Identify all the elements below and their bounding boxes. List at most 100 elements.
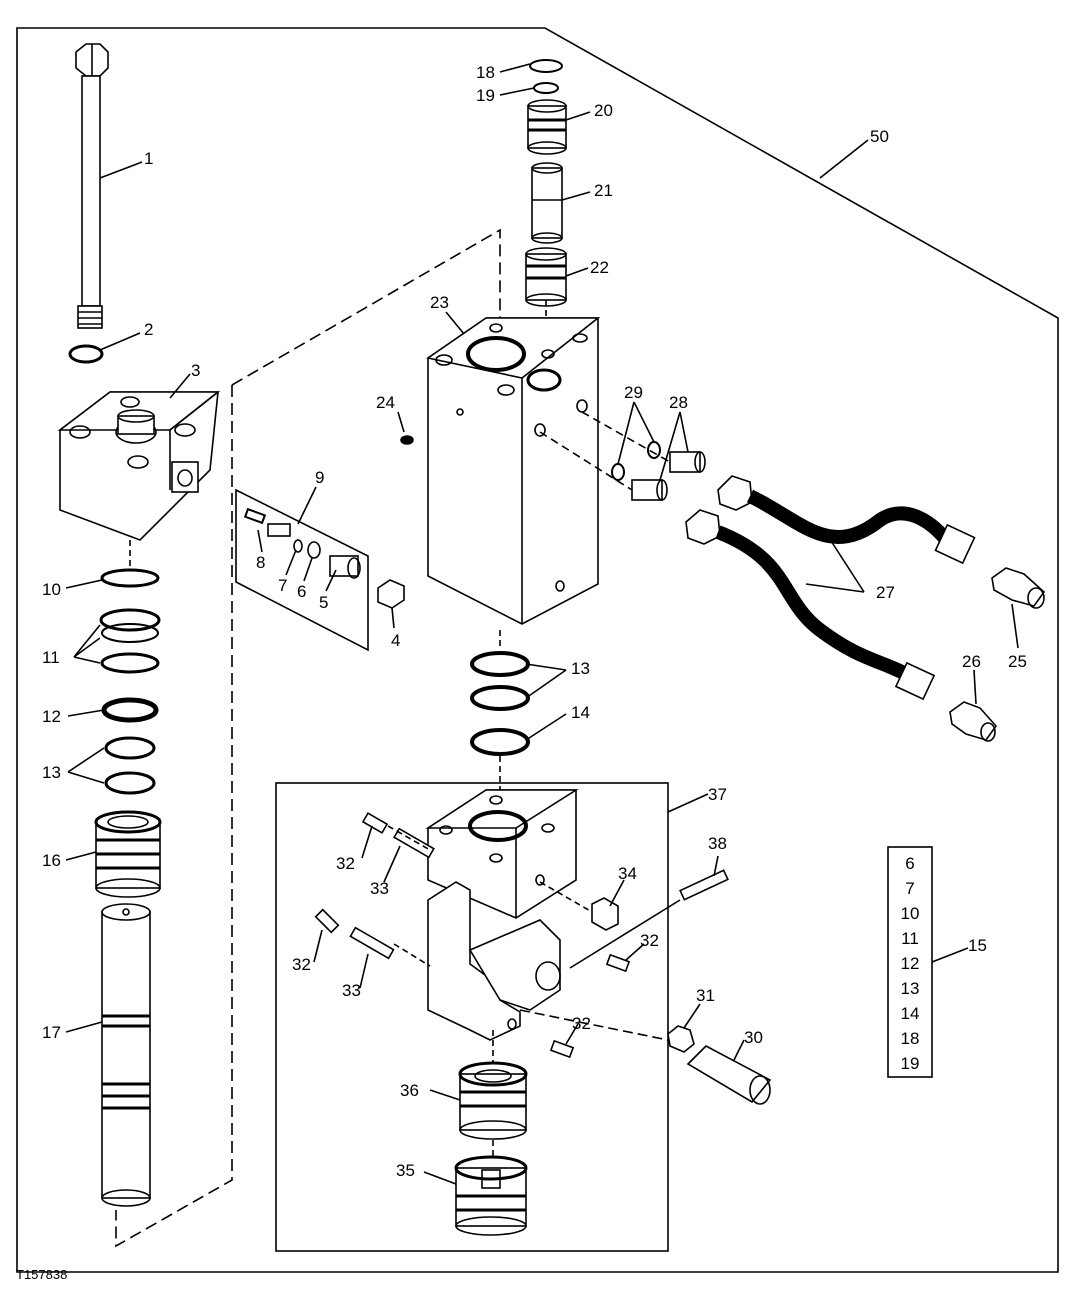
pin-part-32b bbox=[314, 908, 340, 934]
seal-part-12 bbox=[101, 697, 159, 723]
callout-7: 7 bbox=[278, 576, 287, 595]
fitting-part-28a bbox=[669, 451, 706, 473]
callout-32-c: 32 bbox=[640, 931, 659, 950]
backup-ring-part-11c bbox=[100, 652, 160, 674]
callout-32-b: 32 bbox=[292, 955, 311, 974]
callout-29: 29 bbox=[624, 383, 643, 402]
spring-seat-part-22 bbox=[525, 247, 567, 307]
o-ring-part-18 bbox=[529, 59, 563, 73]
adapter-part-26 bbox=[949, 701, 998, 742]
seal-part-13c bbox=[470, 651, 530, 677]
callout-20: 20 bbox=[594, 101, 613, 120]
callout-6: 6 bbox=[297, 582, 306, 601]
housing-part-37 bbox=[425, 789, 579, 1041]
callout-31: 31 bbox=[696, 986, 715, 1005]
callout-12: 12 bbox=[42, 707, 61, 726]
callout-26: 26 bbox=[962, 652, 981, 671]
callout-14: 14 bbox=[571, 703, 590, 722]
callout-35: 35 bbox=[396, 1161, 415, 1180]
callout-17: 17 bbox=[42, 1023, 61, 1042]
pin-part-32d bbox=[549, 1039, 575, 1059]
callout-13-center: 13 bbox=[571, 659, 590, 678]
callout-34: 34 bbox=[618, 864, 637, 883]
callout-1: 1 bbox=[144, 149, 153, 168]
callout-4: 4 bbox=[391, 631, 400, 650]
callout-13-left: 13 bbox=[42, 763, 61, 782]
callout-11: 11 bbox=[42, 648, 60, 667]
callout-5: 5 bbox=[319, 593, 328, 612]
kit-15-item-list: 6 7 10 11 12 13 14 18 19 bbox=[901, 854, 920, 1073]
relief-valve-parts-5-8 bbox=[243, 507, 361, 579]
callout-21: 21 bbox=[594, 181, 613, 200]
cap-part-4 bbox=[377, 579, 405, 609]
dashed-group-left bbox=[115, 385, 233, 1248]
callout-24: 24 bbox=[376, 393, 395, 412]
kit-item: 18 bbox=[901, 1029, 920, 1048]
kit-item: 14 bbox=[901, 1004, 920, 1023]
poppet-part-21 bbox=[531, 162, 563, 244]
kit-item: 13 bbox=[901, 979, 920, 998]
o-ring-part-19 bbox=[533, 82, 559, 94]
kit-item: 10 bbox=[901, 904, 920, 923]
roll-pin-part-38 bbox=[679, 869, 729, 901]
fitting-part-31 bbox=[667, 1025, 695, 1053]
backup-ring-part-11b bbox=[101, 623, 159, 643]
callout-18: 18 bbox=[476, 63, 495, 82]
seal-part-13d bbox=[470, 685, 530, 711]
kit-item: 11 bbox=[901, 929, 919, 948]
spool-cap-part-35 bbox=[454, 1155, 528, 1236]
bolt-part-1 bbox=[75, 43, 109, 329]
spool-part-17 bbox=[101, 903, 151, 1207]
o-ring-part-10 bbox=[100, 568, 160, 588]
callout-38: 38 bbox=[708, 834, 727, 853]
callout-22: 22 bbox=[590, 258, 609, 277]
o-ring-part-29a bbox=[647, 441, 661, 459]
callout-50: 50 bbox=[870, 127, 889, 146]
callout-32-a: 32 bbox=[336, 854, 355, 873]
kit-item: 12 bbox=[901, 954, 920, 973]
kit-item: 7 bbox=[905, 879, 914, 898]
callout-36: 36 bbox=[400, 1081, 419, 1100]
kit-item: 6 bbox=[905, 854, 914, 873]
callout-10: 10 bbox=[42, 580, 61, 599]
pin-part-32c bbox=[605, 953, 631, 973]
hose-part-27a bbox=[717, 475, 976, 565]
kit-box-part-9 bbox=[235, 488, 369, 652]
callout-30: 30 bbox=[744, 1028, 763, 1047]
callout-15: 15 bbox=[968, 936, 987, 955]
valve-seat-part-20 bbox=[527, 99, 567, 155]
adapter-part-25 bbox=[991, 567, 1046, 609]
callout-19: 19 bbox=[476, 86, 495, 105]
piston-part-16 bbox=[94, 810, 162, 898]
pin-part-32a bbox=[361, 812, 389, 834]
plug-part-34 bbox=[591, 897, 619, 931]
plug-part-24 bbox=[400, 435, 414, 445]
valve-body-part-23 bbox=[426, 317, 601, 625]
spring-cap-part-36 bbox=[458, 1061, 528, 1140]
callout-23: 23 bbox=[430, 293, 449, 312]
assembly-boundary bbox=[16, 27, 1059, 1273]
callout-33-b: 33 bbox=[342, 981, 361, 1000]
callout-9: 9 bbox=[315, 468, 324, 487]
rod-part-33b bbox=[349, 926, 395, 960]
hose-part-27b bbox=[685, 509, 936, 701]
seal-part-13b bbox=[104, 771, 156, 795]
callout-16: 16 bbox=[42, 851, 61, 870]
callout-2: 2 bbox=[144, 320, 153, 339]
figure-id: T157838 bbox=[16, 1267, 68, 1282]
callout-8: 8 bbox=[256, 553, 265, 572]
sleeve-part-30 bbox=[686, 1045, 772, 1105]
callout-27: 27 bbox=[876, 583, 895, 602]
backup-ring-part-11a bbox=[99, 608, 161, 632]
callout-32-d: 32 bbox=[572, 1014, 591, 1033]
cap-housing-part-3 bbox=[57, 391, 221, 541]
seal-part-14 bbox=[470, 728, 530, 756]
kit-item: 19 bbox=[901, 1054, 920, 1073]
rod-part-33a bbox=[393, 827, 435, 859]
seal-part-13a bbox=[104, 736, 156, 760]
callout-labels: 1 2 3 4 5 6 7 8 9 10 11 12 13 13 14 16 1… bbox=[42, 63, 1027, 1180]
o-ring-part-29b bbox=[611, 463, 625, 481]
callout-33-a: 33 bbox=[370, 879, 389, 898]
callout-3: 3 bbox=[191, 361, 200, 380]
